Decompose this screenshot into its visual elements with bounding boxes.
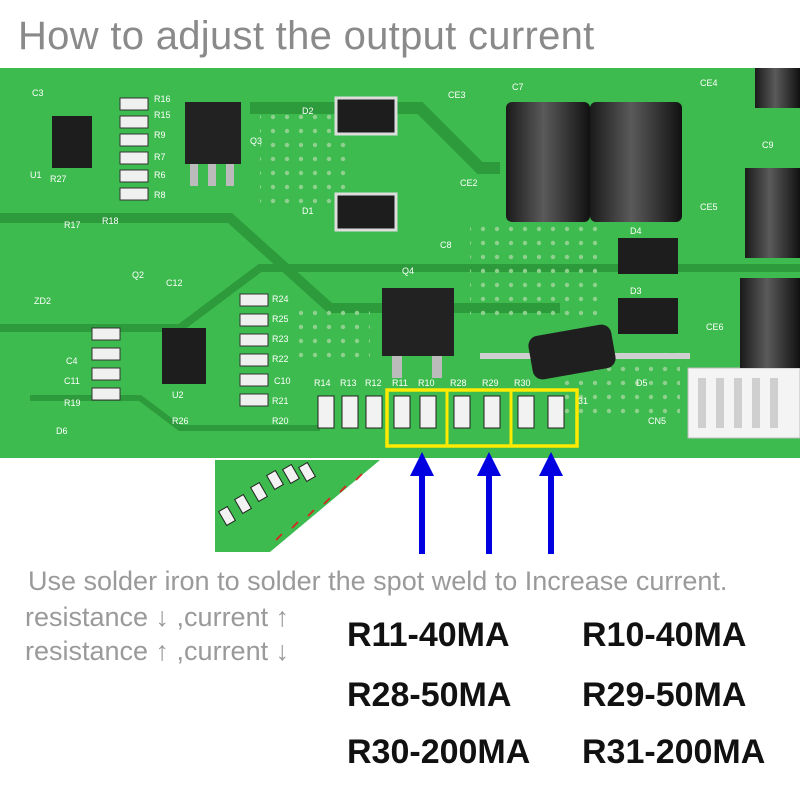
- label-r15: R15: [154, 110, 171, 120]
- label-c11: C11: [64, 376, 80, 386]
- label-r13: R13: [340, 378, 357, 388]
- label-r22: R22: [272, 354, 289, 364]
- red-arrows: [275, 473, 363, 541]
- label-q3: Q3: [250, 136, 262, 146]
- label-c12: C12: [166, 278, 183, 288]
- note-decrease-resistance: resistance ↓ ,current ↑: [25, 602, 290, 632]
- ic-u2: [162, 328, 206, 384]
- label-d6: D6: [56, 426, 68, 436]
- label-cn5: CN5: [648, 416, 666, 426]
- label-ce5: CE5: [700, 202, 718, 212]
- mosfet-q4: [382, 288, 454, 356]
- label-r27: R27: [50, 174, 67, 184]
- mapping-r30: R30-200MA: [347, 733, 531, 771]
- page-title: How to adjust the output current: [18, 14, 595, 58]
- label-r6: R6: [154, 170, 166, 180]
- label-r30: R30: [514, 378, 531, 388]
- label-u2: U2: [172, 390, 184, 400]
- resistor-r30: [517, 395, 535, 429]
- label-d2: D2: [302, 106, 314, 116]
- pcb-photo: R14 R13 R12 R11 R10 R28 R29 R30 31 R24 R…: [0, 68, 800, 560]
- label-r24: R24: [272, 294, 289, 304]
- label-ce2: CE2: [460, 178, 478, 188]
- label-q2: Q2: [132, 270, 144, 280]
- resistor-r11: [393, 395, 411, 429]
- instruction-text: Use solder iron to solder the spot weld …: [28, 566, 728, 596]
- label-r23: R23: [272, 334, 289, 344]
- label-r14: R14: [314, 378, 331, 388]
- blue-arrows: [410, 452, 563, 554]
- capacitor-ce2: [506, 102, 590, 222]
- highlight-box: [385, 388, 579, 448]
- label-r12: R12: [365, 378, 382, 388]
- label-d1: D1: [302, 206, 314, 216]
- label-c8: C8: [440, 240, 452, 250]
- ic-u1: [52, 116, 92, 168]
- label-c4: C4: [66, 356, 78, 366]
- label-zd2: ZD2: [34, 296, 51, 306]
- label-u1: U1: [30, 170, 42, 180]
- label-ce3: CE3: [448, 90, 466, 100]
- label-c10: C10: [274, 376, 291, 386]
- label-c3: C3: [32, 88, 44, 98]
- label-d4: D4: [630, 226, 642, 236]
- label-r21: R21: [272, 396, 289, 406]
- label-ce6: CE6: [706, 322, 724, 332]
- diode-d5: [528, 324, 616, 380]
- label-r19: R19: [64, 398, 81, 408]
- label-r10: R10: [418, 378, 435, 388]
- resistor-row: [317, 395, 565, 429]
- mapping-r11: R11-40MA: [347, 616, 510, 654]
- label-r9: R9: [154, 130, 166, 140]
- label-r31: 31: [578, 396, 588, 406]
- label-r17: R17: [64, 220, 81, 230]
- label-r18: R18: [102, 216, 119, 226]
- label-r28: R28: [450, 378, 467, 388]
- mapping-r31: R31-200MA: [582, 733, 766, 771]
- label-r25: R25: [272, 314, 289, 324]
- label-c7: C7: [512, 82, 524, 92]
- pcb-inset: [215, 460, 380, 552]
- resistor-r31: [547, 395, 565, 429]
- label-q4: Q4: [402, 266, 414, 276]
- mosfet-q3: [185, 102, 241, 164]
- label-r29: R29: [482, 378, 499, 388]
- label-r26: R26: [172, 416, 189, 426]
- label-r8: R8: [154, 190, 166, 200]
- label-r16: R16: [154, 94, 171, 104]
- label-ce4: CE4: [700, 78, 718, 88]
- label-r20: R20: [272, 416, 289, 426]
- mapping-r29: R29-50MA: [582, 676, 747, 714]
- note-increase-resistance: resistance ↑ ,current ↓: [25, 636, 290, 666]
- resistor-r28: [453, 395, 471, 429]
- resistor-r29: [483, 395, 501, 429]
- label-d5: D5: [636, 378, 648, 388]
- label-c9: C9: [762, 140, 774, 150]
- label-r7: R7: [154, 152, 166, 162]
- mapping-r10: R10-40MA: [582, 616, 747, 654]
- label-r11: R11: [392, 378, 408, 388]
- resistor-r10: [419, 395, 437, 429]
- mapping-r28: R28-50MA: [347, 676, 512, 714]
- connector-cn5: [687, 367, 800, 439]
- label-d3: D3: [630, 286, 642, 296]
